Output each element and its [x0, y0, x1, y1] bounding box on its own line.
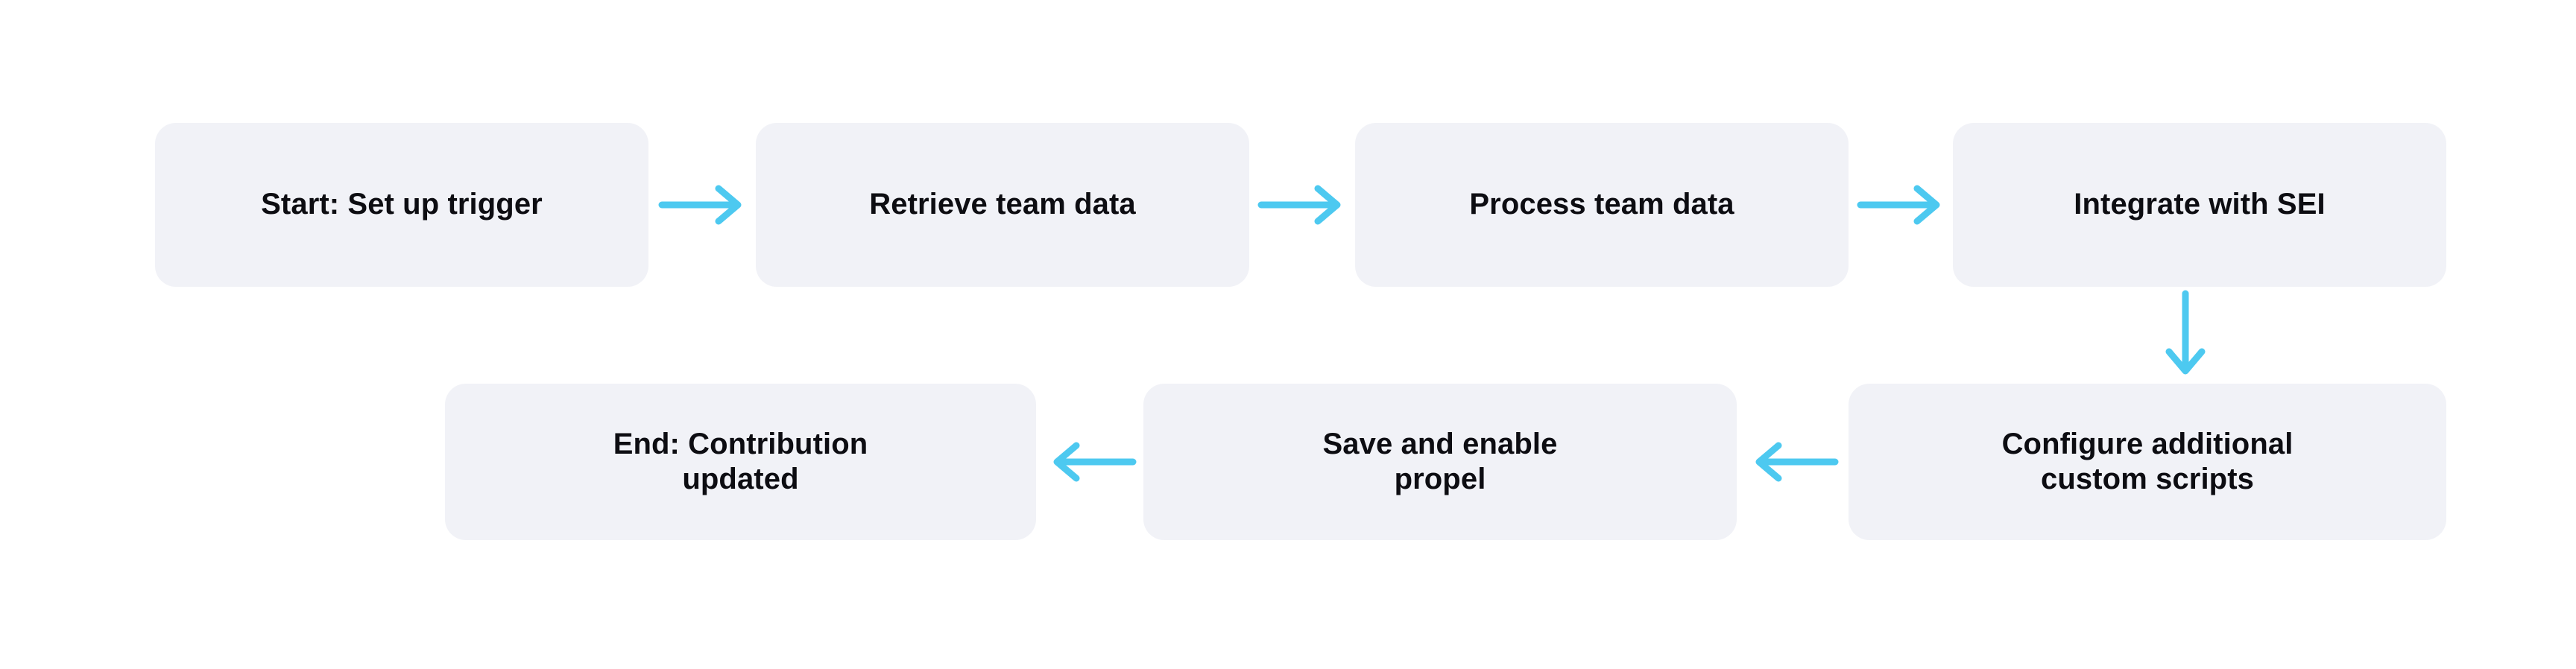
flow-edge-arrow-right-icon	[658, 181, 745, 229]
flow-node-integrate-with-sei[interactable]: Integrate with SEI	[1953, 123, 2446, 287]
flow-node-retrieve-team-data[interactable]: Retrieve team data	[756, 123, 1249, 287]
flow-node-label: Process team data	[1469, 188, 1734, 221]
flow-node-label: End: Contribution updated	[613, 427, 868, 495]
flow-node-start-set-up-trigger[interactable]: Start: Set up trigger	[155, 123, 648, 287]
flow-edge-arrow-down-icon	[2162, 290, 2209, 378]
flow-node-save-and-enable-propel[interactable]: Save and enable propel	[1143, 384, 1737, 540]
flow-edge-arrow-right-icon	[1257, 181, 1345, 229]
flow-node-label: Retrieve team data	[869, 188, 1136, 221]
flow-node-label: Start: Set up trigger	[261, 188, 543, 221]
flow-node-label: Save and enable propel	[1322, 427, 1558, 495]
flow-edge-arrow-left-icon	[1046, 438, 1137, 486]
flow-node-label: Integrate with SEI	[2074, 188, 2326, 221]
flow-edge-arrow-left-icon	[1749, 438, 1839, 486]
flow-node-label: Configure additional custom scripts	[2001, 427, 2294, 495]
flow-node-end-contribution-updated[interactable]: End: Contribution updated	[445, 384, 1036, 540]
flow-node-process-team-data[interactable]: Process team data	[1355, 123, 1849, 287]
flow-edge-arrow-right-icon	[1857, 181, 1944, 229]
flow-node-configure-additional-custom-scripts[interactable]: Configure additional custom scripts	[1849, 384, 2446, 540]
